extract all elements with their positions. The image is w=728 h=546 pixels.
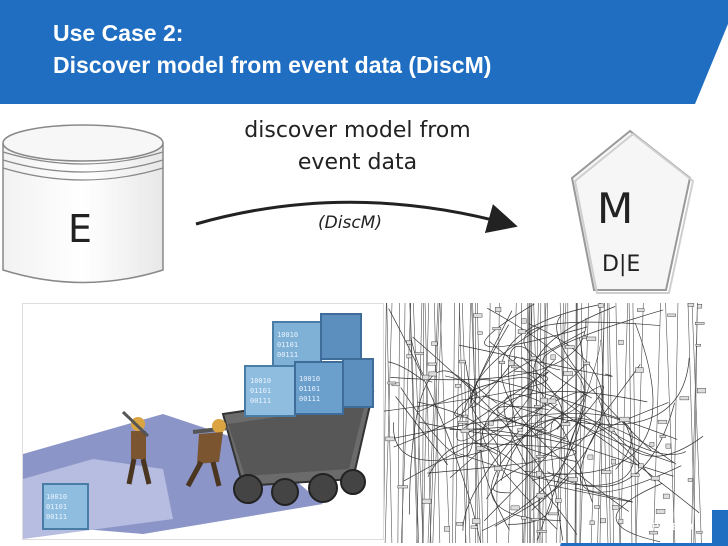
miner-figures [121,410,226,488]
slide-title-line1: Use Case 2: [53,20,184,46]
cube-bits-row: 01101 [250,387,271,395]
cube-bits-row: 10010 [299,375,320,383]
model-pentagon [570,129,695,294]
model-sub-label: D|E [602,252,641,277]
discovery-arrow [195,200,518,234]
illustrations: 10010 01101 00111 10010 01101 00111 1001… [22,303,712,543]
arrow-label-line1: discover model from [244,118,471,143]
cube-bits-row: 00111 [250,397,271,405]
arrow-sub-label: (DiscM) [318,213,382,233]
cube-bits-row: 10010 [277,331,298,339]
cube-bits-row: 01101 [299,385,320,393]
event-store-label: E [68,207,93,251]
spaghetti-process-model [384,303,712,543]
data-mining-illustration [22,303,384,540]
arrow-label-line2: event data [297,150,418,175]
cube-bits-row: 01101 [46,503,67,511]
cube-bits-row: 10010 [46,493,67,501]
data-cubes [42,313,374,530]
slide-title-line2: Discover model from event data (DiscM) [53,52,492,78]
header-background [0,0,728,104]
cube-bits-row: 00111 [46,513,67,521]
cube-bits-row: 00111 [299,395,320,403]
cube-bits-row: 10010 [250,377,271,385]
event-store-cylinder [2,124,164,284]
cube-bits-row: 01101 [277,341,298,349]
cube-bits-row: 00111 [277,351,298,359]
page-number: PAGE 39 [652,522,693,533]
header-banner: Use Case 2: Discover model from event da… [0,0,728,104]
model-label: M [597,184,634,233]
cube-bits: 10010 01101 00111 10010 01101 00111 1001… [46,331,320,521]
